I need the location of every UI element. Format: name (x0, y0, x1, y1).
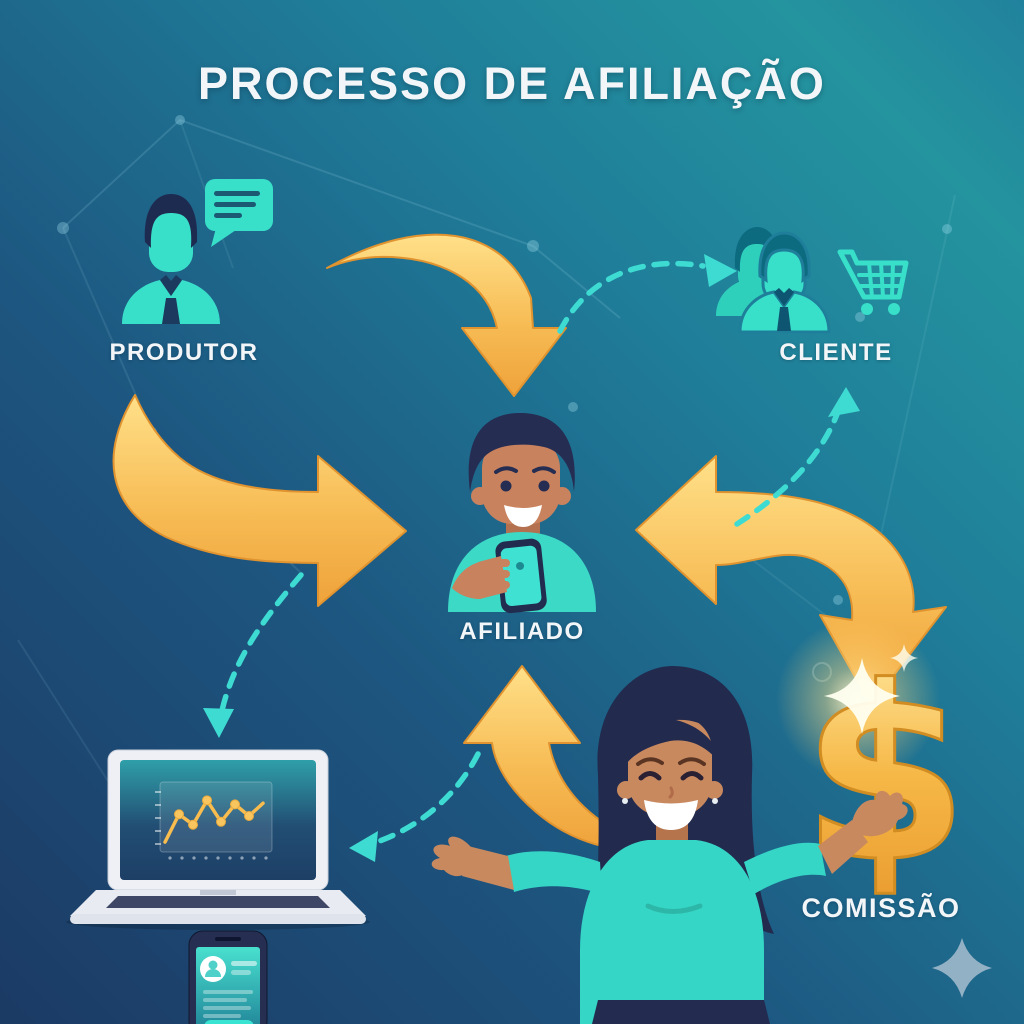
phone-in-hand-icon (495, 538, 547, 614)
woman-torso (580, 840, 764, 1024)
dashed-arrow-to-laptop-right (365, 751, 481, 848)
afiliado-label: AFILIADO (459, 618, 585, 645)
produtor-label: PRODUTOR (109, 339, 259, 366)
comissao-label: COMISSÃO (801, 893, 961, 923)
sparkle-glint-icon (824, 658, 900, 734)
cliente-label: CLIENTE (779, 339, 893, 366)
dollar-sign-icon: $ (802, 635, 969, 915)
dashed-arrowheads (203, 254, 860, 862)
dashed-arrow-to-cliente (557, 260, 706, 334)
sparkle-icon (932, 938, 992, 998)
chart-data-points (174, 795, 254, 830)
smartphone-illustration (188, 930, 268, 1024)
laptop-illustration (66, 749, 370, 930)
laptop-chart (155, 781, 273, 860)
comissao-node: $ (776, 618, 970, 917)
shopping-cart-icon (837, 249, 909, 315)
dashed-arrows (217, 260, 844, 848)
dashed-arrow-comissao-to-cliente (734, 400, 844, 527)
person-icon (122, 194, 220, 324)
customers-icon (716, 227, 831, 334)
cliente-node (716, 227, 909, 334)
arrow-produtor-to-afiliado-top (326, 233, 567, 397)
speech-bubble-icon (205, 179, 273, 247)
woman-illustration (431, 666, 908, 1024)
afiliado-node (448, 413, 596, 614)
phone-cta-button (204, 1020, 254, 1024)
produtor-node (122, 179, 273, 324)
profile-avatar-icon (200, 956, 226, 982)
man-holding-phone-illustration (448, 413, 596, 614)
woman-skirt (592, 1000, 770, 1024)
dashed-arrow-to-laptop-left (217, 572, 304, 723)
arrow-produtor-to-afiliado-left (112, 394, 407, 607)
page-title: PROCESSO DE AFILIAÇÃO (198, 58, 826, 109)
